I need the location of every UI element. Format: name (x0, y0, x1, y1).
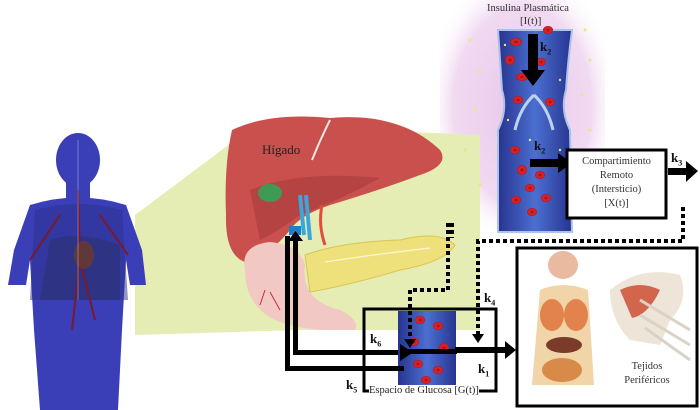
rate-k2-horizontal: k2 (534, 138, 546, 156)
rate-k2-vertical: k2 (540, 39, 552, 57)
liver-label: Hígado (262, 142, 301, 157)
remote-compartment-label: Compartimiento Remoto (Intersticio) [X(t… (582, 156, 651, 209)
liver-illustration (225, 116, 443, 262)
pancreas-illustration (244, 235, 456, 330)
glucose-space-label: Espacio de Glucosa [G(t)] (369, 385, 479, 396)
rate-k6: k6 (370, 331, 382, 349)
rate-k3: k3 (671, 150, 683, 168)
human-body-figure (8, 133, 146, 410)
rate-k1: k1 (478, 361, 490, 379)
rate-k4: k4 (484, 290, 496, 308)
remote-compartment-box (565, 148, 668, 220)
dotted-insulin-paths (408, 207, 685, 345)
peripheral-tissues-illustration (532, 251, 691, 385)
rate-k5: k5 (346, 377, 358, 395)
insulin-vessel (496, 29, 574, 233)
insulin-title: Insulina Plasmática (487, 3, 569, 14)
insulin-variable: [I(t)] (520, 15, 542, 27)
peripheral-tissues-label: Tejidos Periféricos (624, 361, 670, 386)
